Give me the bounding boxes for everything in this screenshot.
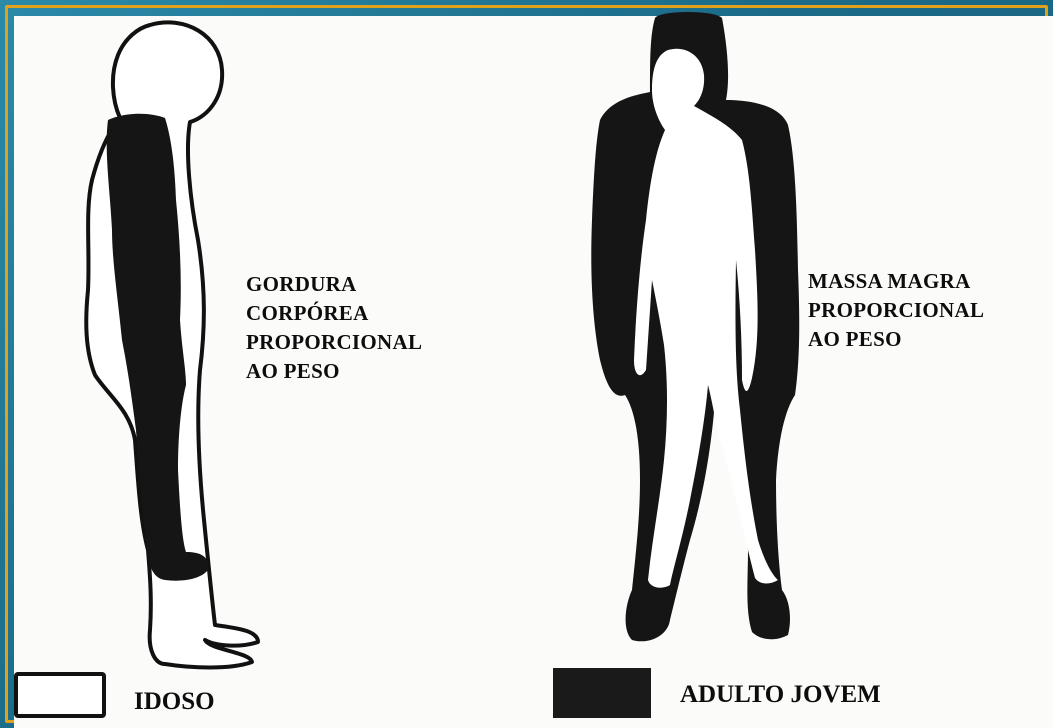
lean-mass-label: MASSA MAGRA PROPORCIONAL AO PESO <box>808 267 984 354</box>
lean-mass-label-line-2: PROPORCIONAL <box>808 296 984 325</box>
body-fat-label: GORDURA CORPÓREA PROPORCIONAL AO PESO <box>246 270 422 386</box>
legend-outline-label: IDOSO <box>134 688 215 716</box>
body-fat-label-line-1: GORDURA <box>246 270 422 299</box>
legend-outline-swatch <box>14 672 106 718</box>
body-fat-label-line-4: AO PESO <box>246 357 422 386</box>
body-fat-label-line-2: CORPÓREA <box>246 299 422 328</box>
legend-filled-swatch <box>553 668 651 718</box>
lean-mass-label-line-3: AO PESO <box>808 325 984 354</box>
legend-filled-label: ADULTO JOVEM <box>680 681 881 709</box>
body-fat-label-line-3: PROPORCIONAL <box>246 328 422 357</box>
lean-mass-label-line-1: MASSA MAGRA <box>808 267 984 296</box>
